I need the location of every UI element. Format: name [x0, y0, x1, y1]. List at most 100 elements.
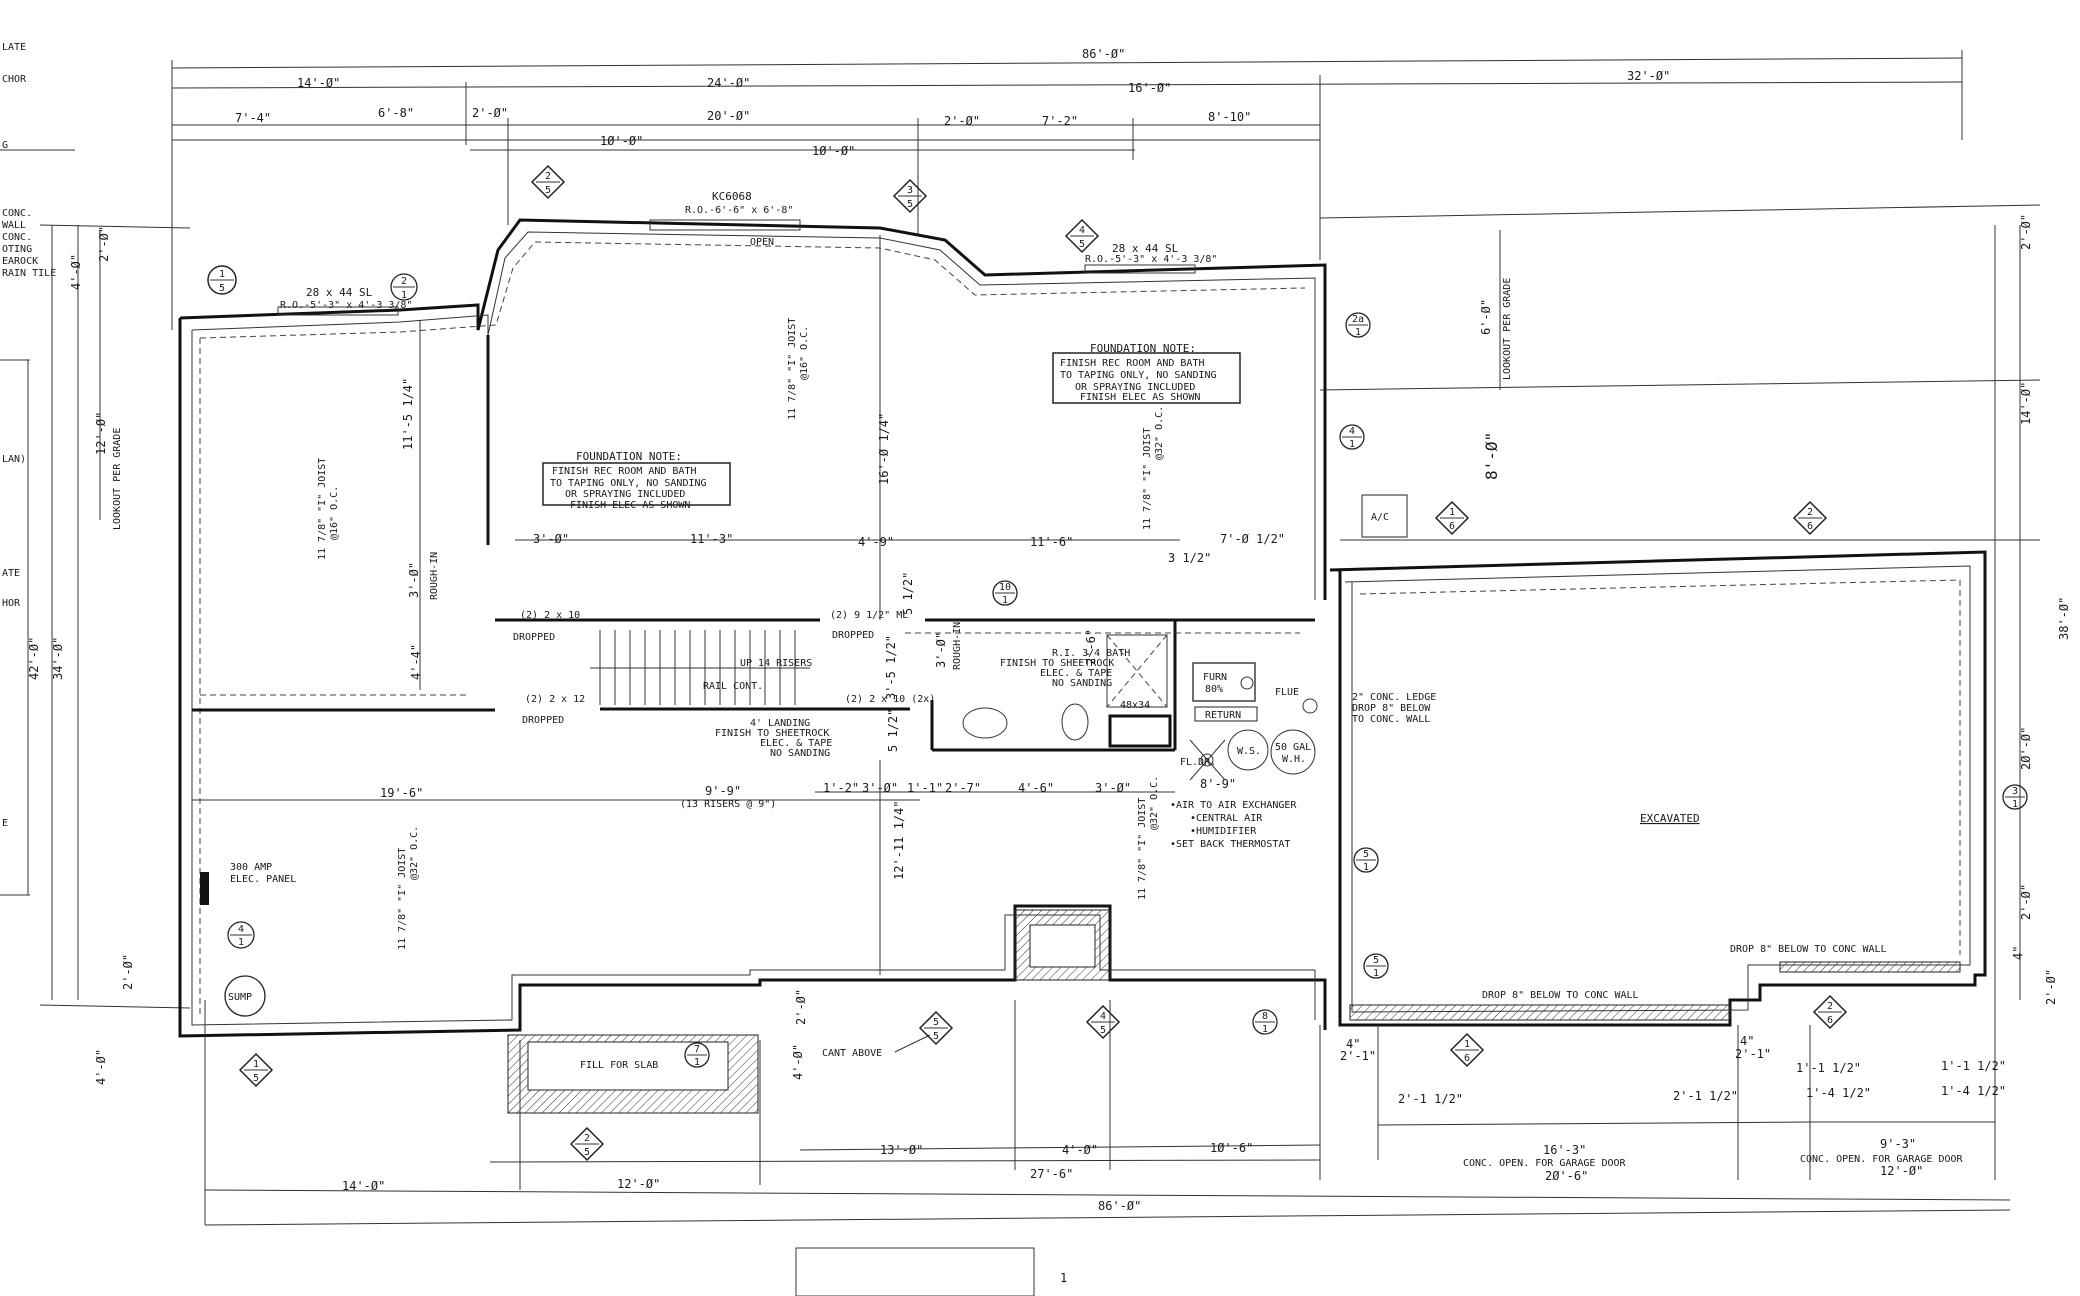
furnace-label: FURN — [1203, 672, 1227, 683]
dim-text: 14'-Ø" — [342, 1179, 385, 1193]
section-marker: 2a1 — [1345, 312, 1371, 338]
dim-text: 2'-1 1/2" — [1398, 1092, 1463, 1106]
dim-text: 2'-Ø" — [97, 226, 111, 262]
dropped-label: DROPPED — [513, 632, 555, 643]
dim-text: 4'-Ø" — [791, 1044, 805, 1080]
section-marker: 51 — [1353, 847, 1379, 873]
dim-text: 4'-Ø" — [1062, 1143, 1098, 1157]
furnace-label: 80% — [1205, 684, 1223, 695]
excavated-label: EXCAVATED — [1640, 812, 1700, 825]
windows: 28 x 44 SL R.O.-5'-3" x 4'-3 3/8" KC6068… — [277, 190, 1217, 316]
dim-text: 4'-4" — [409, 644, 423, 680]
joist-label: 11 7/8" "I" JOIST — [397, 848, 408, 950]
dim-text: 5 1/2" — [901, 572, 915, 615]
dim-text: 32'-Ø" — [1627, 69, 1670, 83]
stair-treads — [590, 630, 810, 705]
dim-text: 42'-Ø" — [27, 637, 41, 680]
rough-in: ROUGH-IN — [429, 552, 440, 600]
note-line: OR SPRAYING INCLUDED — [565, 489, 685, 500]
svg-text:1: 1 — [1002, 595, 1008, 606]
svg-text:5: 5 — [545, 185, 551, 196]
dim-text: 38'-Ø" — [2057, 597, 2071, 640]
legend-text: CONC. — [2, 208, 32, 219]
mechanical-room: FURN 80% RETURN FLUE FL.DR. W.S. 50 GAL … — [1170, 662, 1318, 850]
beam-label: (2) 9 1/2" ML — [830, 610, 908, 621]
joist-label: 11 7/8" "I" JOIST — [787, 318, 798, 420]
dim-text: 6'-8" — [378, 106, 414, 120]
svg-text:2: 2 — [584, 1133, 590, 1144]
dim-text: 16'-Ø" — [1128, 81, 1171, 95]
dim-text: (13 RISERS @ 9") — [680, 799, 776, 810]
svg-text:1: 1 — [1464, 1039, 1470, 1050]
section-marker: 45 — [1064, 218, 1100, 254]
dim-text: 4" — [1740, 1034, 1754, 1048]
note-line: FINISH REC ROOM AND BATH — [1060, 358, 1205, 369]
rough-in: ROUGH-IN — [952, 622, 963, 670]
dim-text: 4'-Ø" — [94, 1049, 108, 1085]
note-line: FINISH REC ROOM AND BATH — [552, 466, 697, 477]
dim-text: 8'-9" — [1200, 777, 1236, 791]
floor-drain-label: FL.DR. — [1180, 757, 1216, 768]
dim-text: 2'-Ø" — [2019, 884, 2033, 920]
section-marker: 26 — [1792, 500, 1828, 536]
footer-mark: 1 — [1060, 1271, 1067, 1285]
top-dimensions: 86'-Ø" 14'-Ø" 24'-Ø" 16'-Ø" 32'-Ø" 7'-4"… — [171, 47, 1963, 330]
dim-text: 13'-Ø" — [880, 1143, 923, 1157]
dim-text: 3'-Ø" — [1095, 781, 1131, 795]
ledge-label: DROP 8" BELOW — [1352, 703, 1431, 714]
note-line: TO TAPING ONLY, NO SANDING — [1060, 370, 1217, 381]
svg-text:4: 4 — [1349, 426, 1355, 437]
svg-text:1: 1 — [401, 290, 407, 301]
svg-text:5: 5 — [907, 199, 913, 210]
svg-text:5: 5 — [933, 1031, 939, 1042]
window-label: KC6068 — [712, 190, 752, 203]
landing-label: NO SANDING — [770, 748, 830, 759]
joist-label: 11 7/8" "I" JOIST — [317, 458, 328, 560]
drop-label: DROP 8" BELOW TO CONC WALL — [1482, 990, 1639, 1001]
svg-text:8: 8 — [1262, 1011, 1268, 1022]
return-label: RETURN — [1205, 710, 1241, 721]
section-marker: 15 — [207, 265, 237, 295]
svg-text:5: 5 — [584, 1147, 590, 1158]
dim-text: 2'-1" — [1735, 1047, 1771, 1061]
hvac-item: •SET BACK THERMOSTAT — [1170, 839, 1290, 850]
dim-text: 3'-Ø" — [407, 562, 421, 598]
svg-text:3: 3 — [907, 185, 913, 196]
svg-text:1: 1 — [2012, 799, 2018, 810]
beam-label: (2) 2 x 10 (2x) — [845, 694, 935, 705]
svg-text:2: 2 — [401, 276, 407, 287]
stairs-label: UP 14 RISERS — [740, 658, 812, 669]
legend-text: LAN) — [2, 454, 26, 465]
water-heater-label: W.H. — [1282, 754, 1306, 765]
joists: 11 7/8" "I" JOIST @16" O.C. 11 7/8" "I" … — [317, 318, 1165, 950]
dim-text: 27'-6" — [1030, 1167, 1073, 1181]
legend-text: ATE — [2, 568, 20, 579]
dim-text: 3'-Ø" — [533, 532, 569, 546]
window-ro: R.O.-5'-3" x 4'-3 3/8" — [280, 300, 412, 311]
legend-text: EAROCK — [2, 256, 38, 267]
dim-text: 14'-Ø" — [2019, 382, 2033, 425]
svg-text:1: 1 — [1449, 507, 1455, 518]
svg-text:4: 4 — [238, 924, 244, 935]
svg-text:5: 5 — [1100, 1025, 1106, 1036]
dim-text: 4" — [2011, 946, 2025, 960]
svg-text:1: 1 — [1349, 439, 1355, 450]
window-label: 28 x 44 SL — [306, 286, 373, 299]
dim-overall-top: 86'-Ø" — [1082, 47, 1125, 61]
svg-text:1: 1 — [694, 1057, 700, 1068]
svg-text:5: 5 — [1373, 955, 1379, 966]
section-marker: 16 — [1434, 500, 1470, 536]
section-marker: 55 — [918, 1010, 954, 1046]
shower-label: 48x34 — [1120, 700, 1150, 711]
dim-text: 20'-Ø" — [707, 109, 750, 123]
svg-text:6: 6 — [1449, 521, 1455, 532]
lookout-label: LOOKOUT PER GRADE — [1502, 278, 1513, 380]
sump-label: SUMP — [228, 992, 252, 1003]
dim-text: 16'-Ø 1/4" — [877, 413, 891, 485]
section-marker: 15 — [238, 1052, 274, 1088]
dim-text: 4'-Ø" — [69, 254, 83, 290]
cant-label: CANT ABOVE — [822, 1048, 882, 1059]
svg-text:4: 4 — [1100, 1011, 1106, 1022]
rail-label: RAIL CONT. — [703, 681, 763, 692]
note-line: FINISH ELEC AS SHOWN — [570, 500, 690, 511]
